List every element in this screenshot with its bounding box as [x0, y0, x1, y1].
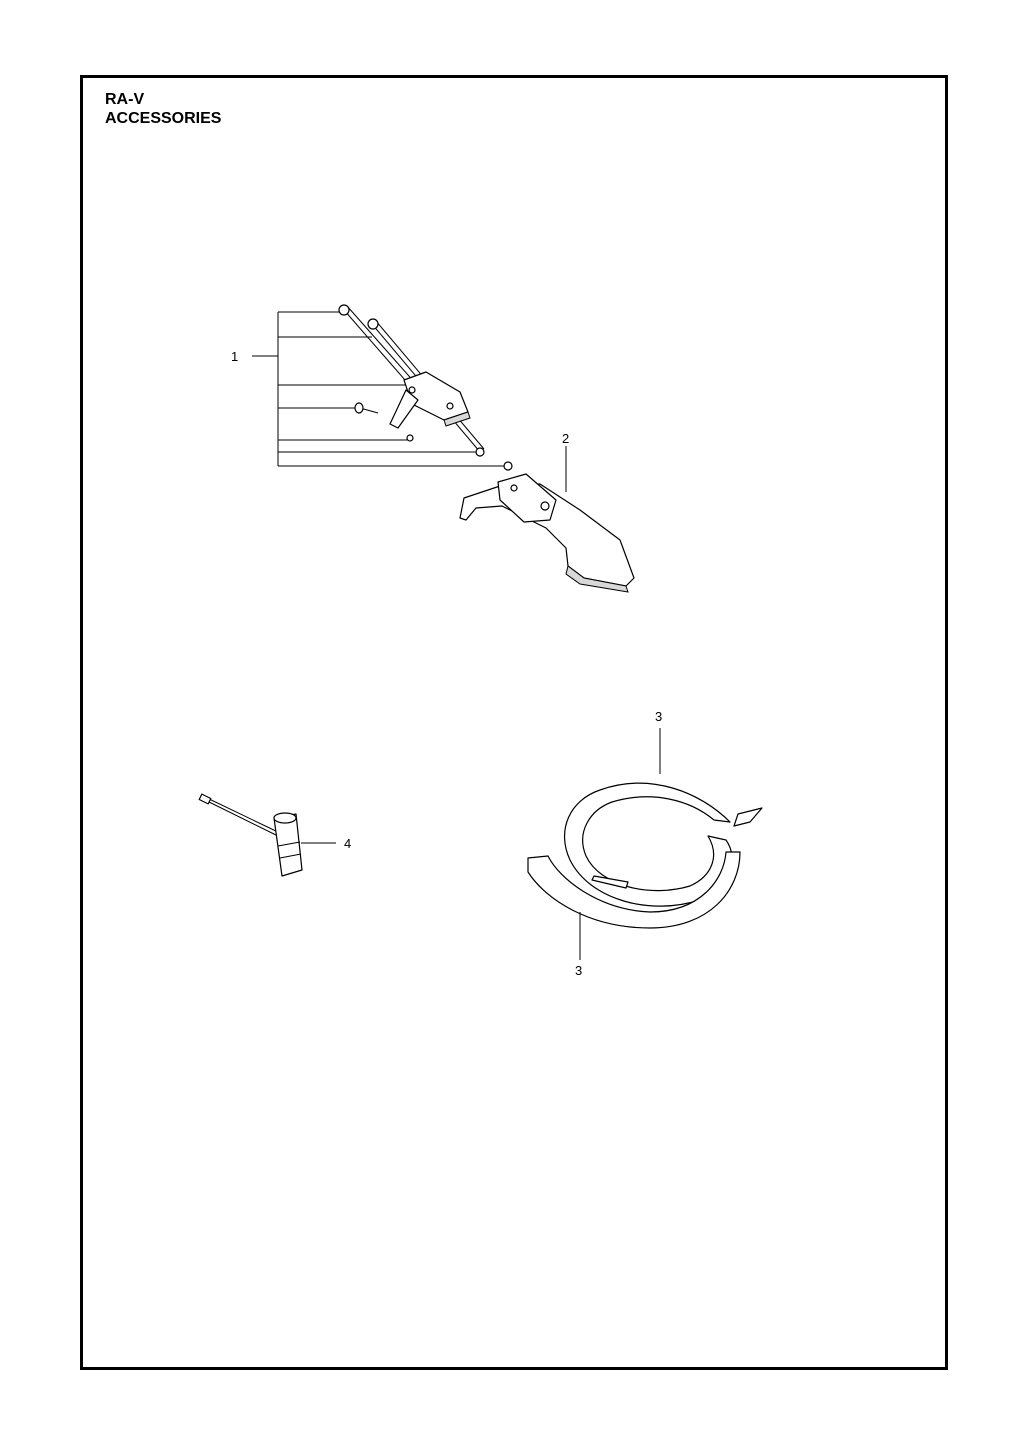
page-title: RA-V ACCESSORIES: [105, 90, 221, 128]
section-name: ACCESSORIES: [105, 110, 222, 127]
clamp-block: [389, 371, 471, 429]
cutting-ring: [527, 782, 763, 929]
washer-b: [503, 461, 513, 471]
long-bolt-a: [338, 304, 417, 389]
model-code: RA-V: [105, 91, 145, 108]
callout-label-3-top: 3: [655, 709, 662, 724]
combination-spanner: [198, 793, 303, 877]
callout-bracket-1: [252, 311, 506, 467]
trimmer-guard: [459, 473, 635, 593]
callout-label-2: 2: [562, 431, 569, 446]
washer-a: [475, 447, 485, 457]
nut-small: [406, 434, 414, 442]
short-screw: [354, 402, 379, 414]
callout-label-3-bottom: 3: [575, 963, 582, 978]
callout-label-4: 4: [344, 836, 351, 851]
page-frame: [80, 75, 948, 1370]
callout-label-1: 1: [231, 349, 238, 364]
